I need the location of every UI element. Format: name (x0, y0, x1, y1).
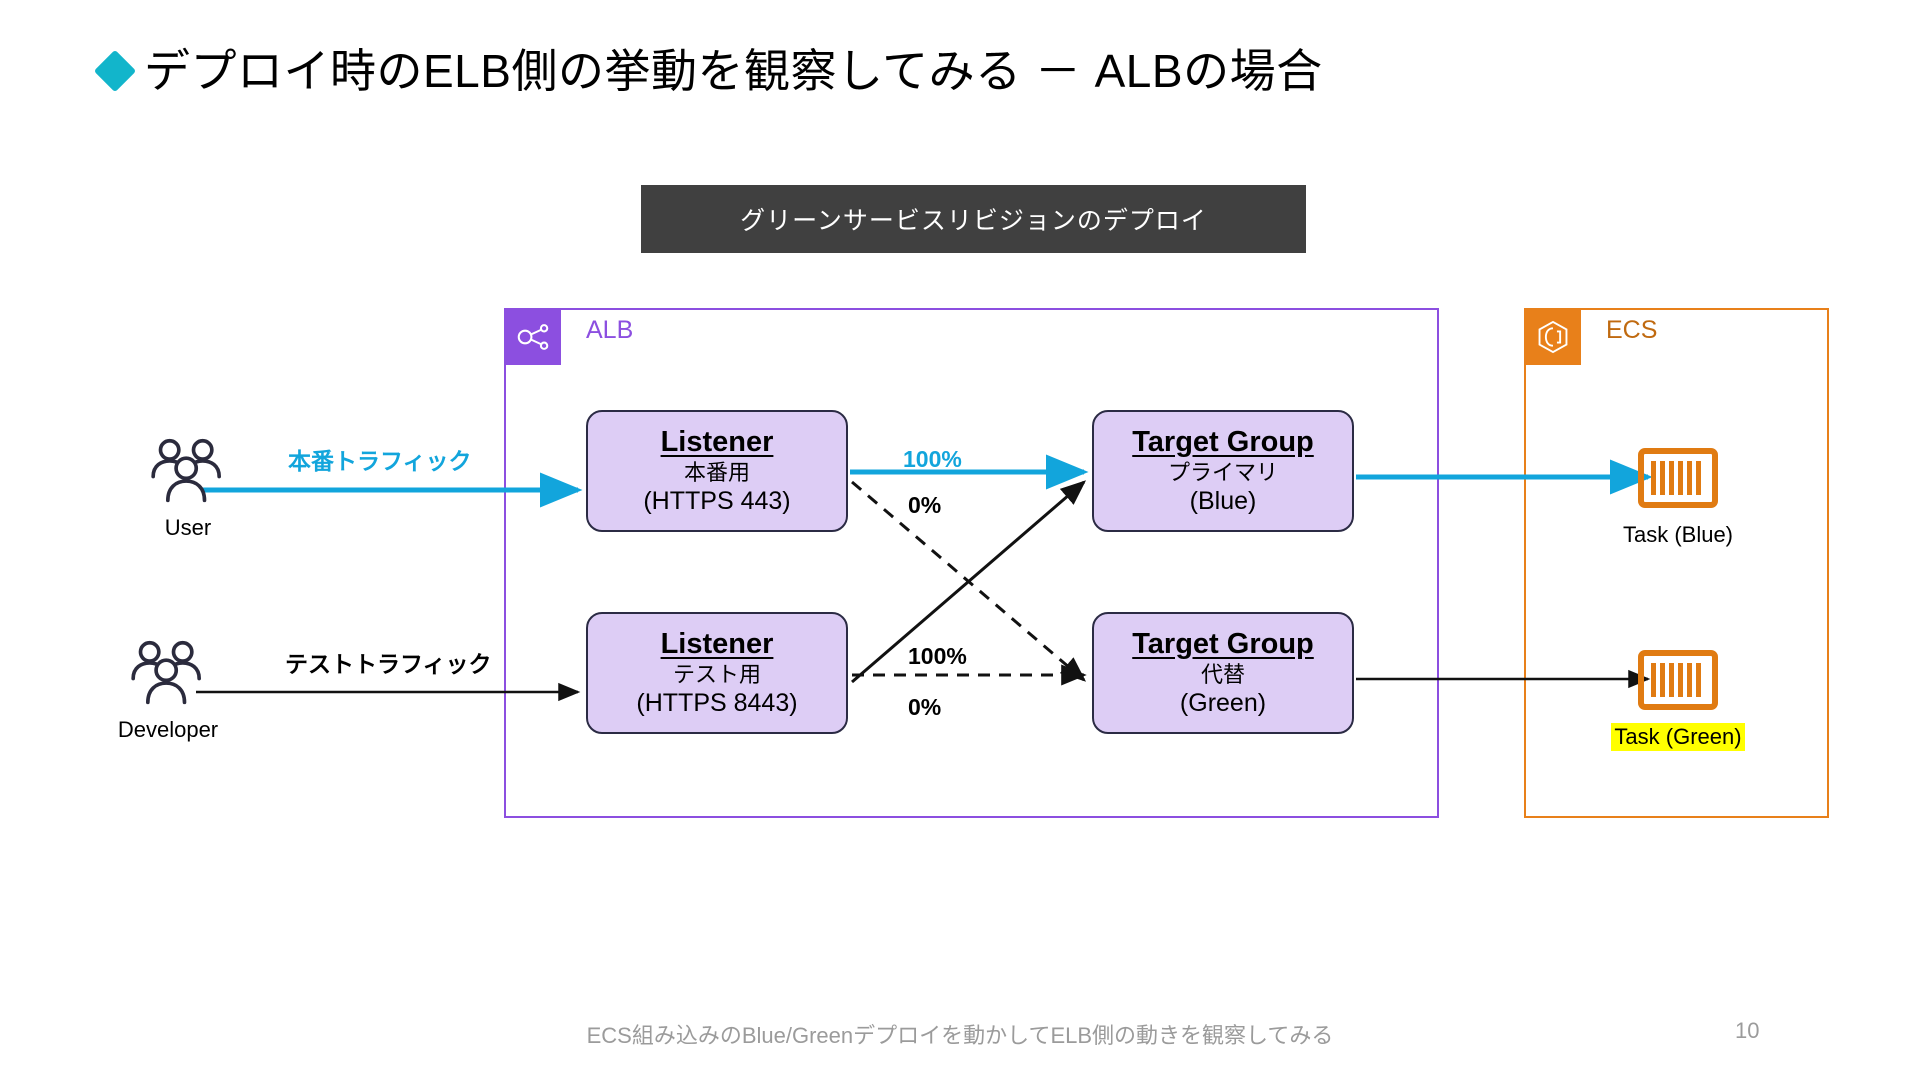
container-task-icon (1583, 448, 1773, 513)
alb-group-label: ALB (586, 316, 634, 344)
node-subtitle: 代替 (1200, 662, 1245, 688)
task-green: Task (Green) (1583, 650, 1773, 751)
node-title: Target Group (1132, 425, 1314, 458)
alb-group-frame: ALB (504, 308, 1439, 818)
node-listener-test[interactable]: Listener テスト用 (HTTPS 8443) (586, 612, 848, 734)
node-target-group-green[interactable]: Target Group 代替 (Green) (1092, 612, 1354, 734)
load-balancer-icon (505, 309, 561, 365)
task-green-label: Task (Green) (1611, 723, 1745, 751)
page-title: デプロイ時のELB側の挙動を観察してみる － ALBの場合 (93, 45, 1323, 97)
actor-user: User (118, 438, 258, 541)
task-blue-label: Task (Blue) (1622, 522, 1734, 547)
phase-banner-text: グリーンサービスリビジョンのデプロイ (740, 207, 1207, 235)
phase-banner: グリーンサービスリビジョンのデプロイ (641, 185, 1306, 253)
node-listener-prod[interactable]: Listener 本番用 (HTTPS 443) (586, 410, 848, 532)
node-detail: (HTTPS 443) (643, 487, 791, 516)
node-detail: (Blue) (1189, 487, 1257, 516)
edge-label-test-to-blue-pct: 100% (908, 643, 967, 669)
diamond-bullet-icon (93, 49, 137, 93)
task-blue: Task (Blue) (1583, 448, 1773, 549)
users-group-icon (118, 438, 258, 509)
node-title: Listener (660, 627, 774, 660)
page-number: 10 (1735, 1018, 1760, 1043)
container-task-icon (1583, 650, 1773, 715)
actor-developer: Developer (98, 640, 238, 743)
node-detail: (HTTPS 8443) (636, 689, 798, 718)
edge-label-prod-to-green-pct: 0% (908, 492, 942, 518)
node-title: Target Group (1132, 627, 1314, 660)
node-subtitle: テスト用 (672, 662, 761, 688)
users-group-icon (98, 640, 238, 711)
node-target-group-blue[interactable]: Target Group プライマリ (Blue) (1092, 410, 1354, 532)
edge-label-test-to-green-pct: 0% (908, 694, 942, 720)
edge-label-prod-to-blue-pct: 100% (903, 446, 962, 472)
actor-user-label: User (164, 515, 212, 540)
ecs-group-label: ECS (1606, 316, 1658, 344)
node-subtitle: プライマリ (1167, 460, 1278, 486)
ecs-group-frame: ECS (1524, 308, 1829, 818)
footer-note: ECS組み込みのBlue/Greenデプロイを動かしてELB側の動きを観察してみ… (586, 1023, 1334, 1048)
node-subtitle: 本番用 (683, 460, 750, 486)
edge-label-prod-traffic: 本番トラフィック (288, 448, 472, 474)
node-title: Listener (660, 425, 774, 458)
node-detail: (Green) (1179, 689, 1267, 718)
ecs-hexagon-icon (1525, 309, 1581, 365)
page-title-text: デプロイ時のELB側の挙動を観察してみる － ALBの場合 (144, 45, 1323, 97)
actor-developer-label: Developer (117, 717, 219, 742)
edge-label-test-traffic: テストトラフィック (285, 651, 492, 677)
